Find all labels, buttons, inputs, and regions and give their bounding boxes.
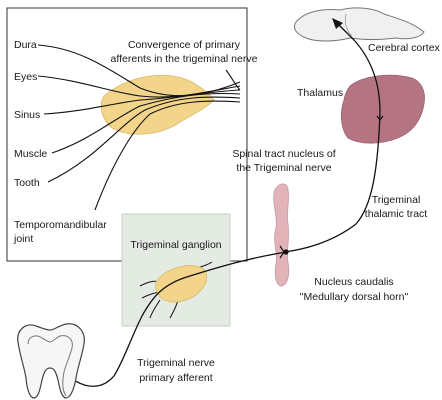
label-tract-line1: Trigeminal bbox=[372, 194, 421, 206]
label-caudalis-line2: "Medullary dorsal horn" bbox=[300, 291, 409, 303]
primary-afferent-nerve bbox=[73, 251, 287, 387]
spinal-tract-nucleus bbox=[273, 183, 290, 287]
thalamus bbox=[340, 74, 425, 144]
label-caudalis-line1: Nucleus caudalis bbox=[314, 276, 393, 288]
cerebral-cortex bbox=[293, 7, 425, 42]
inset-title-line2: afferents in the trigeminal nerve bbox=[111, 53, 258, 65]
source-label-dura: Dura bbox=[14, 39, 37, 51]
label-thalamus: Thalamus bbox=[297, 87, 343, 99]
source-label-tmj-line2: joint bbox=[13, 233, 33, 245]
inset-title-line1: Convergence of primary bbox=[128, 39, 241, 51]
label-afferent-line1: Trigeminal nerve bbox=[137, 357, 215, 369]
source-label-tmj-line1: Temporomandibular bbox=[14, 219, 107, 231]
nucleus-synapse-dot bbox=[283, 249, 289, 255]
source-label-eyes: Eyes bbox=[14, 71, 37, 83]
label-cerebral-cortex: Cerebral cortex bbox=[368, 42, 441, 54]
cortex-arrowhead bbox=[332, 18, 343, 29]
source-label-tooth: Tooth bbox=[14, 177, 40, 189]
label-afferent-line2: primary afferent bbox=[139, 372, 212, 384]
converging-fibers bbox=[37, 44, 241, 211]
source-label-muscle: Muscle bbox=[14, 148, 47, 160]
label-spinal-tract-line2: the Trigeminal nerve bbox=[236, 162, 331, 174]
label-spinal-tract-line1: Spinal tract nucleus of bbox=[232, 148, 335, 160]
label-ganglion: Trigeminal ganglion bbox=[130, 239, 221, 251]
label-tract-line2: thalamic tract bbox=[365, 208, 428, 220]
nucleus-synapse-marker bbox=[279, 245, 285, 259]
tooth-icon bbox=[17, 323, 85, 399]
cortex-sulcus bbox=[344, 13, 353, 37]
source-label-sinus: Sinus bbox=[14, 109, 40, 121]
thalamus-synapse-marker bbox=[376, 115, 384, 121]
